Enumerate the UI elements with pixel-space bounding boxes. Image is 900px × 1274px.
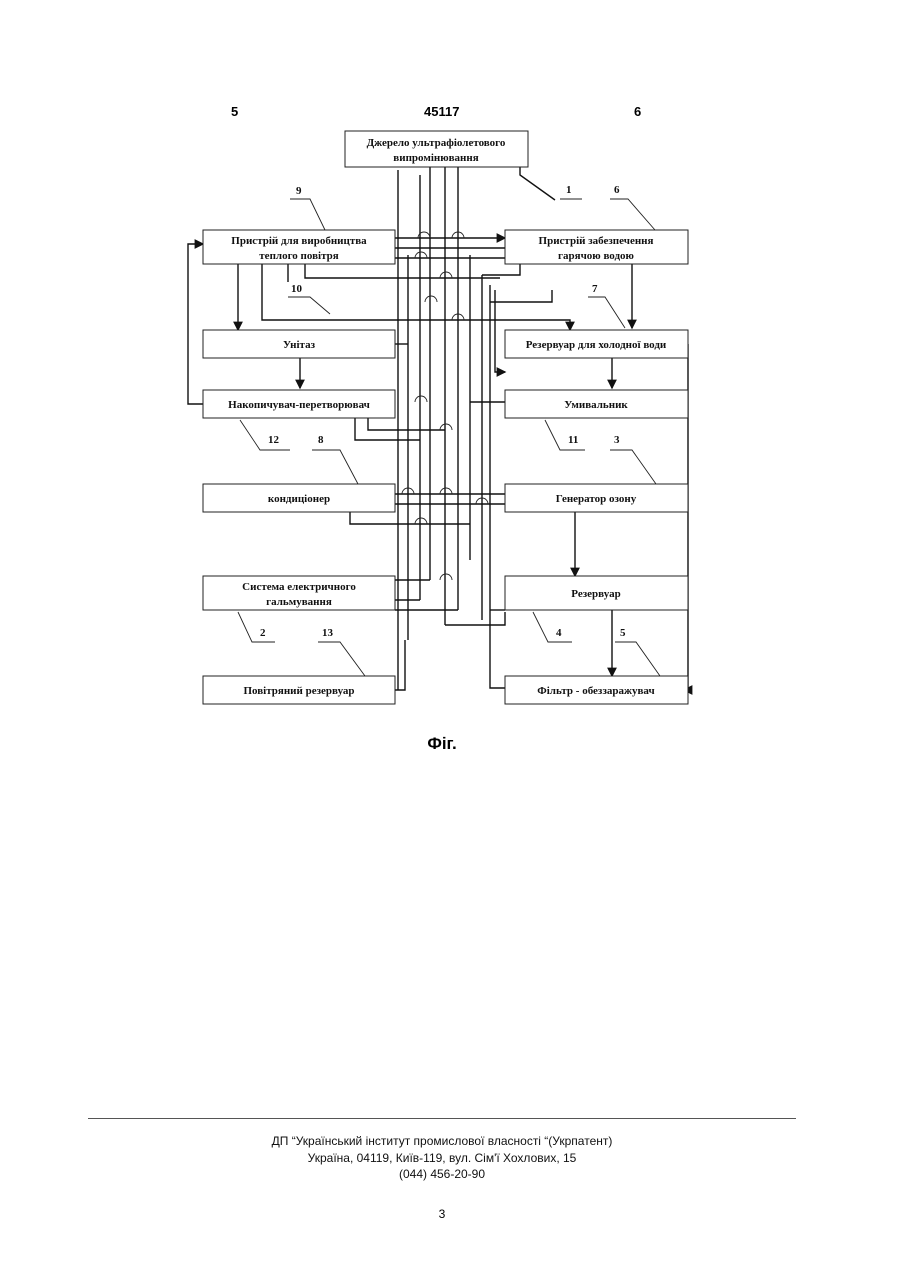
ref-numeral-8: 8 bbox=[312, 434, 358, 484]
block-toilet: Унітаз bbox=[203, 330, 395, 358]
ref-numeral-5: 5 bbox=[615, 627, 660, 676]
ref-numeral-6: 6 bbox=[610, 184, 655, 230]
ref-8-text: 8 bbox=[318, 434, 324, 446]
block-air-reservoir-label: Повітряний резервуар bbox=[243, 685, 354, 697]
block-accumulator-label: Накопичувач-перетворювач bbox=[228, 399, 370, 411]
ref-4-text: 4 bbox=[556, 627, 562, 639]
ref-5-text: 5 bbox=[620, 627, 626, 639]
page-number: 3 bbox=[0, 1207, 884, 1221]
ref-numeral-4: 4 bbox=[533, 612, 572, 642]
block-hot-water-device: Пристрій забезпечення гарячою водою bbox=[505, 230, 688, 264]
block-reservoir: Резервуар bbox=[505, 576, 688, 610]
block-electric-braking: Система електричного гальмування bbox=[203, 576, 395, 610]
footer-publisher: ДП “Український інститут промислової вла… bbox=[0, 1134, 884, 1148]
ref-numeral-9: 9 bbox=[290, 185, 325, 230]
block-warm-air-line2: теплого повітря bbox=[259, 250, 338, 262]
ref-9-text: 9 bbox=[296, 185, 302, 197]
ref-numeral-7: 7 bbox=[588, 283, 625, 328]
block-braking-line1: Система електричного bbox=[242, 581, 356, 593]
ref-3-text: 3 bbox=[614, 434, 620, 446]
ref-numeral-13: 13 bbox=[318, 627, 365, 676]
block-filter-disinfector: Фільтр - обеззаражувач bbox=[505, 676, 688, 704]
block-uv-source-line2: випромінювання bbox=[393, 152, 478, 164]
block-washbasin-label: Умивальник bbox=[564, 399, 628, 411]
footer-address: Україна, 04119, Київ-119, вул. Сім'ї Хох… bbox=[0, 1151, 884, 1165]
ref-numeral-2: 2 bbox=[238, 612, 275, 642]
ref-6-text: 6 bbox=[614, 184, 620, 196]
block-conditioner: кондиціонер bbox=[203, 484, 395, 512]
ref-numeral-12: 12 bbox=[240, 420, 290, 450]
block-toilet-label: Унітаз bbox=[283, 339, 316, 351]
block-uv-source-line1: Джерело ультрафіолетового bbox=[367, 137, 506, 149]
block-warm-air-device: Пристрій для виробництва теплого повітря bbox=[203, 230, 395, 264]
block-warm-air-line1: Пристрій для виробництва bbox=[231, 235, 367, 247]
ref-12-text: 12 bbox=[268, 434, 280, 446]
block-ozone-generator: Генератор озону bbox=[505, 484, 688, 512]
block-air-reservoir: Повітряний резервуар bbox=[203, 676, 395, 704]
block-braking-line2: гальмування bbox=[266, 596, 332, 608]
ref-2-text: 2 bbox=[260, 627, 266, 639]
block-washbasin: Умивальник bbox=[505, 390, 688, 418]
figure-caption: Фіг. bbox=[0, 734, 884, 754]
ref-13-text: 13 bbox=[322, 627, 334, 639]
footer-phone: (044) 456-20-90 bbox=[0, 1167, 884, 1181]
ref-numeral-11: 11 bbox=[545, 420, 585, 450]
block-cold-water-reservoir: Резервуар для холодної води bbox=[505, 330, 688, 358]
footer-divider bbox=[88, 1118, 796, 1119]
ref-7-text: 7 bbox=[592, 283, 598, 295]
ref-numeral-1: 1 bbox=[560, 184, 582, 199]
block-accumulator-converter: Накопичувач-перетворювач bbox=[203, 390, 395, 418]
block-hot-water-line1: Пристрій забезпечення bbox=[539, 235, 654, 247]
ref-numeral-10: 10 bbox=[288, 283, 330, 314]
block-reservoir-label: Резервуар bbox=[571, 588, 620, 600]
block-conditioner-label: кондиціонер bbox=[268, 493, 330, 505]
ref-numeral-3: 3 bbox=[610, 434, 656, 484]
block-uv-source: Джерело ультрафіолетового випромінювання bbox=[345, 131, 528, 167]
block-cold-water-label: Резервуар для холодної води bbox=[526, 339, 667, 351]
block-ozone-label: Генератор озону bbox=[556, 493, 637, 505]
block-filter-label: Фільтр - обеззаражувач bbox=[537, 685, 654, 697]
ref-1-text: 1 bbox=[566, 184, 572, 196]
block-hot-water-line2: гарячою водою bbox=[558, 250, 634, 262]
ref-11-text: 11 bbox=[568, 434, 578, 446]
block-diagram: Джерело ультрафіолетового випромінювання… bbox=[0, 0, 900, 760]
ref-10-text: 10 bbox=[291, 283, 303, 295]
